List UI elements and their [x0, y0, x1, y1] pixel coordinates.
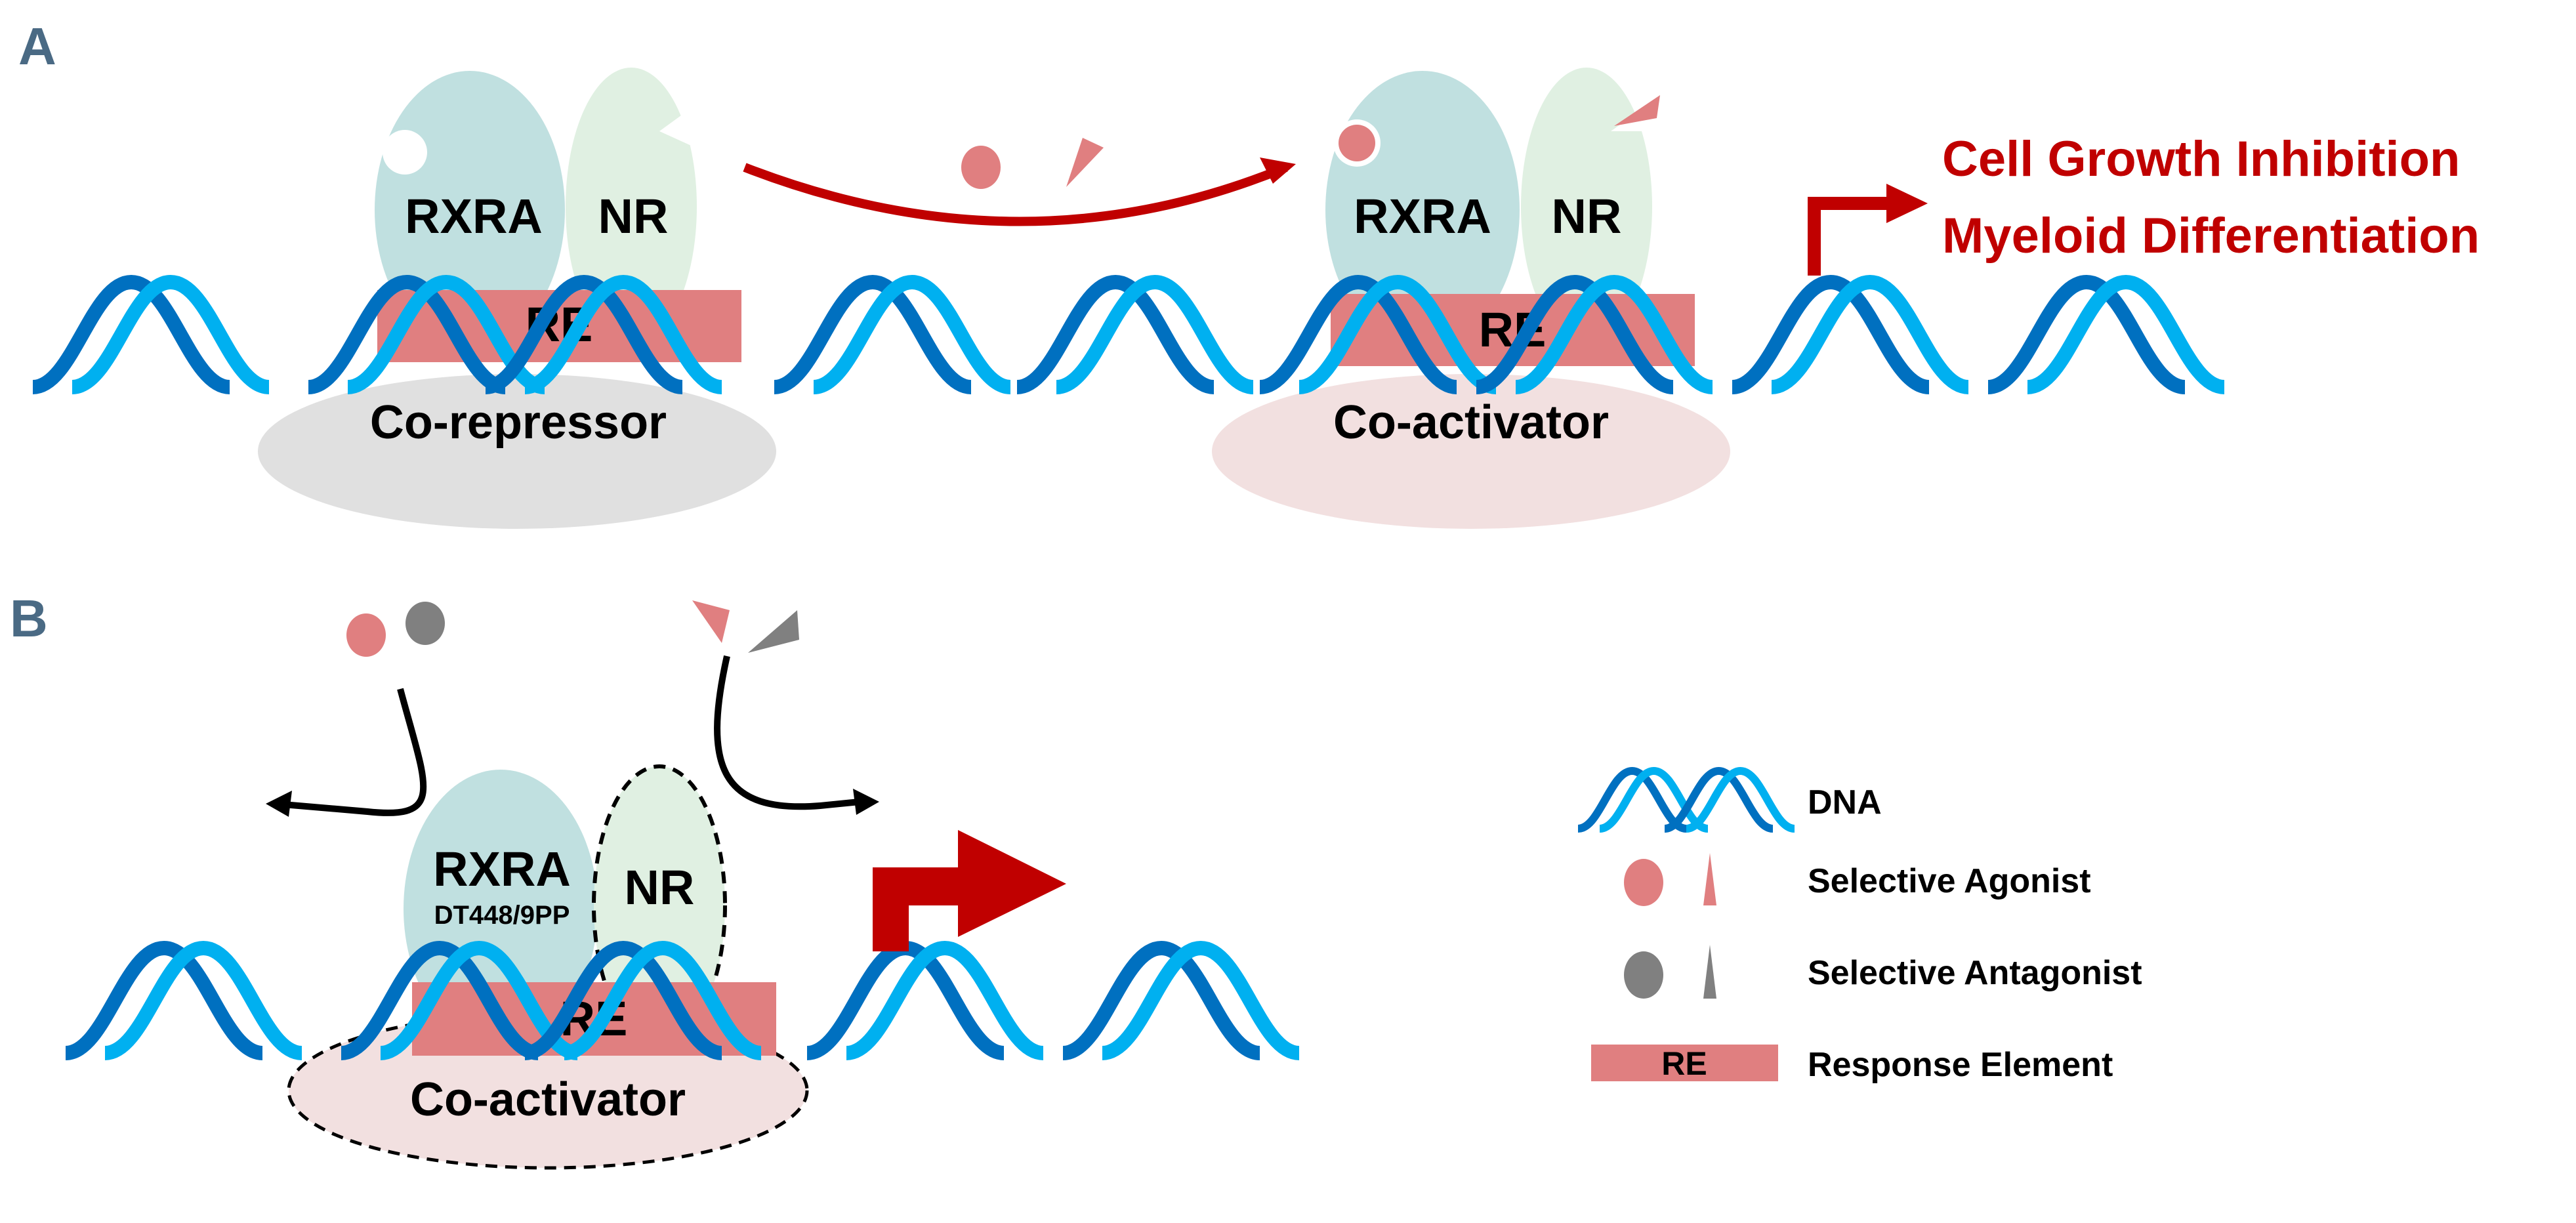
agonist-bound-triangle	[1614, 95, 1660, 126]
panel-b-transcription-arrow	[873, 830, 1066, 951]
legend-agonist-label: Selective Agonist	[1808, 862, 2091, 900]
panel-a-right-complex: RXRA NR RE Co-activator	[1212, 68, 1730, 529]
coactivator-shape	[1212, 374, 1730, 529]
panel-a-activation: Cell Growth Inhibition Myeloid Different…	[1808, 131, 2480, 276]
agonist-triangle-icon	[692, 600, 730, 643]
corepressor-label: Co-repressor	[370, 396, 667, 449]
panel-b-exit-arrows	[266, 655, 879, 817]
legend-re-label: Response Element	[1808, 1046, 2113, 1084]
coactivator-label: Co-activator	[410, 1073, 686, 1126]
panel-b-complex: RXRA DT448/9PP NR RE Co-activator	[287, 764, 809, 1170]
rxra-label: RXRA	[433, 842, 571, 896]
nr-empty-pocket	[659, 105, 696, 148]
agonist-circle-icon	[961, 146, 1001, 189]
transcription-arrow-head	[1886, 184, 1928, 223]
legend-agonist-circle-icon	[1624, 859, 1663, 906]
nr-shape	[566, 68, 697, 346]
curved-arrow-shaft	[743, 163, 1288, 226]
rxra-shape	[404, 770, 598, 1048]
panel-a-dna	[33, 282, 2224, 387]
rxra-mutant-label: DT448/9PP	[434, 901, 570, 930]
legend-antagonist-triangle-icon	[1703, 945, 1716, 999]
outcome-cell-growth: Cell Growth Inhibition	[1942, 131, 2460, 187]
rxra-empty-pocket	[383, 130, 427, 175]
coactivator-label: Co-activator	[1333, 396, 1609, 449]
transcription-arrow	[1808, 197, 1890, 276]
curved-arrow-head	[1260, 157, 1296, 184]
nr-label: NR	[625, 860, 695, 915]
antagonist-triangle-icon	[748, 610, 799, 653]
corepressor-shape	[258, 374, 776, 529]
outcome-myeloid-diff: Myeloid Differentiation	[1942, 208, 2480, 264]
legend-re-swatch	[1591, 1045, 1778, 1081]
ligand-binding-arrow	[743, 138, 1296, 226]
rxra-label: RXRA	[405, 189, 543, 243]
nr-label: NR	[1552, 189, 1622, 243]
agonist-triangle-icon	[1066, 138, 1104, 187]
legend-dna-icon	[1577, 766, 1796, 833]
legend: DNA Selective Agonist Selective Antagoni…	[1577, 766, 2142, 1084]
panel-b-label: B	[10, 589, 48, 648]
nr-label: NR	[598, 189, 669, 243]
legend-dna-label: DNA	[1808, 783, 1882, 821]
antagonist-circle-icon	[405, 602, 445, 645]
legend-re-swatch-text: RE	[1661, 1045, 1707, 1082]
agonist-circle-icon	[346, 613, 386, 657]
legend-antagonist-label: Selective Antagonist	[1808, 954, 2142, 992]
panel-a-label: A	[18, 17, 56, 75]
panel-a-left-complex: RXRA NR RE Co-repressor	[258, 68, 776, 529]
panel-b-ligands	[346, 600, 799, 657]
legend-agonist-triangle-icon	[1703, 853, 1716, 905]
legend-antagonist-circle-icon	[1624, 951, 1663, 999]
agonist-bound-circle	[1339, 125, 1375, 161]
rxra-label: RXRA	[1354, 189, 1491, 243]
